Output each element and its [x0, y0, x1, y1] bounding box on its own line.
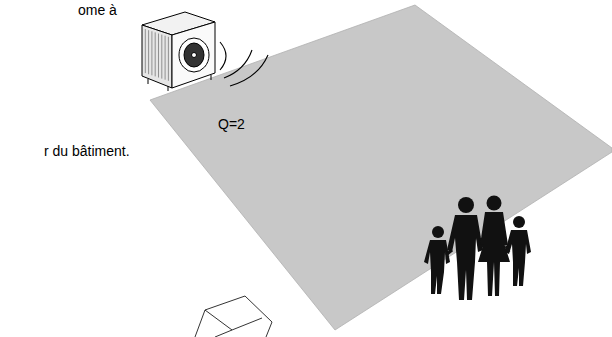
fin-line: [145, 29, 146, 73]
ground-plane: [150, 5, 612, 330]
fin-line: [165, 36, 166, 80]
fin-line: [161, 35, 162, 79]
noise-label: Q=2: [218, 116, 245, 132]
fin-line: [155, 32, 156, 76]
fin-line: [148, 30, 149, 74]
fin-line: [168, 37, 169, 81]
fin-line: [151, 31, 152, 75]
caption-fragment: ome à: [78, 2, 117, 18]
caption-fragment: r du bâtiment.: [44, 143, 130, 159]
building-sketch: [195, 296, 272, 337]
fin-line: [158, 34, 159, 78]
heat-pump: [142, 12, 268, 91]
family-silhouette: [424, 196, 531, 301]
